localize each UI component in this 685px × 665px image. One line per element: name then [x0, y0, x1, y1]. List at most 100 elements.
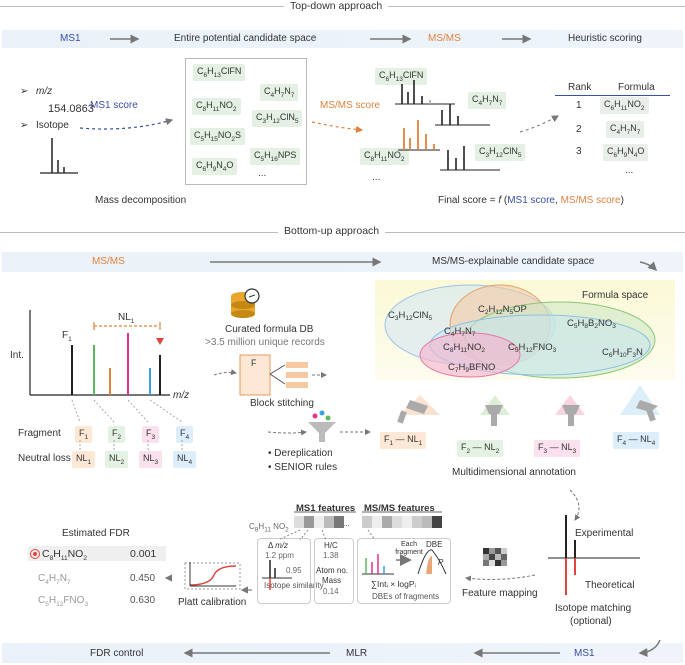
mass-label: Mass	[322, 576, 342, 585]
svg-text:...: ...	[343, 519, 350, 528]
isotope-spectrum	[40, 138, 78, 174]
flashlight-icons	[397, 400, 658, 426]
feature-formula: C8H11 NO2	[249, 522, 289, 534]
block-stitching-label: Block stitching	[250, 398, 314, 409]
fragment-f2: F2	[108, 426, 126, 443]
feature-grid-icon	[483, 548, 507, 566]
rank-1: 1	[576, 100, 582, 111]
loss-nl3: NL3	[139, 451, 163, 468]
platt-curve	[184, 562, 241, 590]
fragment-label: Fragment	[18, 428, 61, 439]
iso-value: 0.95	[286, 566, 302, 575]
dbe-fragments-label: DBEs of fragments	[372, 592, 440, 601]
mapping-arrow	[465, 574, 536, 582]
band-msms: MS/MS	[92, 256, 125, 267]
hc-value: 1.38	[323, 551, 339, 560]
msms-features-title: MS/MS features	[364, 503, 435, 514]
rank-rule	[555, 95, 670, 96]
isotope-similarity: Isotope similarity	[264, 581, 324, 590]
fdr-formula-3: C5H12FNO3	[38, 595, 89, 608]
records-label: >3.5 million unique records	[205, 337, 325, 348]
feature-strip: ...	[277, 511, 442, 541]
spec-ellipsis: ...	[372, 172, 381, 183]
database-icon	[231, 288, 260, 318]
formula-space-sets	[384, 284, 660, 415]
mass-decomposition-label: Mass decomposition	[95, 195, 187, 206]
annot-arrow	[569, 489, 581, 521]
band-candidate-space: Entire potential candidate space	[174, 33, 317, 44]
band-fdr-control: FDR control	[90, 648, 144, 659]
isotope-matching-plot	[548, 515, 640, 595]
band-curve-arrow	[639, 261, 658, 272]
dbe-mini-chart	[362, 549, 447, 575]
top-band	[2, 30, 683, 48]
pair-3: F3 — NL3	[534, 440, 581, 457]
target-dot-icon	[33, 552, 37, 556]
msms-score-label: MS/MS score	[320, 100, 381, 111]
fragment-f3: F3	[142, 426, 160, 443]
candidate-ellipsis: ...	[258, 168, 267, 179]
fdr-highlight	[28, 546, 166, 561]
ms1-features-title: MS1 features	[296, 503, 356, 514]
theoretical-label: Theoretical	[585, 580, 635, 591]
rank-formula-2: C4H7N7	[606, 121, 645, 138]
band-ms1: MS1	[60, 33, 81, 44]
atom-no-label: Atom no.	[316, 566, 349, 575]
nl1-label: NL1	[118, 312, 135, 325]
formula-space-label: Formula space	[582, 290, 649, 301]
rank-arrow	[519, 115, 560, 133]
msms-spectrum-3	[398, 120, 440, 151]
candidate-chip: C8H11NO2	[192, 98, 241, 115]
feature-mapping-label: Feature mapping	[462, 588, 538, 599]
bullet-senior: • SENIOR rules	[268, 462, 338, 473]
fdr-value-3: 0.630	[130, 595, 156, 606]
sum-formula: ∑Intᵢ × logPᵢ	[371, 579, 416, 589]
neutral-loss-label: Neutral loss	[18, 453, 71, 464]
int-label: Int.	[10, 350, 24, 361]
mz-label: m/z	[36, 86, 53, 97]
mini-isotope-chart	[262, 560, 292, 590]
band-msms: MS/MS	[428, 33, 461, 44]
elemental-box	[314, 538, 354, 604]
fragment-f1: F1	[75, 426, 93, 443]
msms-score-arrow	[311, 121, 364, 134]
ppm-value: 1.2 ppm	[265, 551, 294, 560]
loss-nl2: NL2	[105, 451, 129, 468]
target-icon	[30, 549, 40, 559]
bottom-control-band	[2, 643, 683, 663]
dmz-label: Δ m/z	[268, 541, 289, 550]
top-down-title: Top-down approach	[284, 0, 389, 12]
pair-1: F1 — NL1	[380, 432, 427, 449]
pair-2: F2 — NL2	[457, 440, 504, 457]
msms-spectrum-2	[435, 104, 490, 126]
each-fragment-label: Each fragment	[395, 541, 423, 556]
candidate-chip: C3H12ClN5	[252, 110, 303, 127]
curated-db-label: Curated formula DB	[225, 324, 314, 335]
bottom-up-title: Bottom-up approach	[278, 225, 386, 237]
candidate-chip: C5H16NPS	[250, 148, 301, 165]
msms-spectrum-1	[395, 80, 455, 105]
msms-spectrum-4	[440, 146, 500, 171]
dbe-label: DBE	[426, 540, 443, 549]
fdr-title: Estimated FDR	[62, 528, 130, 539]
fragment-spectrum	[29, 310, 170, 396]
spec-label: C4H7N7	[468, 92, 507, 109]
block-stitching-icon: F	[213, 354, 327, 396]
rank-formula-1: C6H11NO2	[600, 97, 649, 114]
mz-value: 154.0863	[48, 103, 94, 115]
final-score: Final score = f (MS1 score, MS/MS score)	[438, 195, 624, 206]
candidate-chip: C5H15NO2S	[190, 128, 245, 145]
band-mlr: MLR	[346, 648, 368, 659]
fragment-connectors	[71, 399, 183, 450]
rank-3: 3	[576, 146, 582, 157]
candidate-box	[185, 58, 307, 185]
multi-annotation-label: Multidimensional annotation	[452, 467, 576, 478]
rank-ellipsis: ...	[625, 165, 634, 176]
bullet-dereplication: • Dereplication	[268, 448, 333, 459]
funnel-icon	[267, 410, 371, 442]
isotope-matching-label: Isotope matching	[555, 603, 632, 614]
band-curve-arrow	[638, 639, 661, 657]
band-explainable-space: MS/MS-explainable candidate space	[432, 256, 595, 267]
dbe-box	[357, 538, 451, 604]
fdr-value-1: 0.001	[130, 548, 157, 560]
